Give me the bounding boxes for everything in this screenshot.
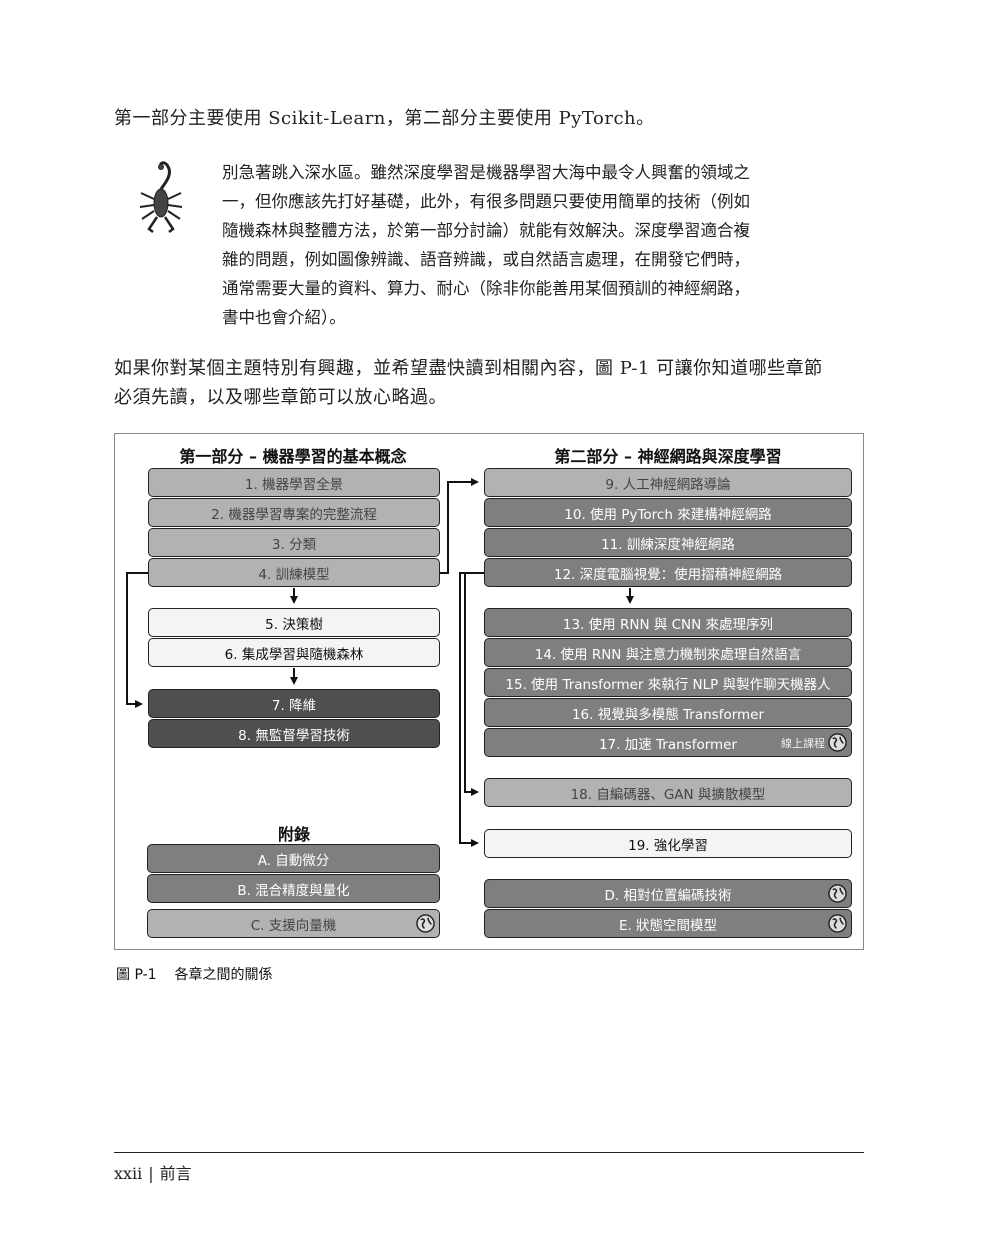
footer-rule xyxy=(114,1152,864,1153)
chapter-9-box: 9. 人工神經網路導論 xyxy=(484,468,852,497)
chapter-1-box: 1. 機器學習全景 xyxy=(148,468,440,497)
appendix-a-box: A. 自動微分 xyxy=(147,844,440,873)
page-number: xxii xyxy=(114,1164,143,1183)
page-footer: xxii | 前言 xyxy=(114,1160,192,1184)
intro-paragraph: 第一部分主要使用 Scikit-Learn，第二部分主要使用 PyTorch。 xyxy=(114,108,655,129)
chapter-12-box: 12. 深度電腦視覺：使用摺積神經網路 xyxy=(484,558,852,587)
chapter-19-box: 19. 強化學習 xyxy=(484,829,852,858)
figure-caption-text: 各章之間的關係 xyxy=(174,967,273,983)
chapter-17-label: 17. 加速 Transformer xyxy=(598,736,738,753)
footer-separator: | xyxy=(148,1164,154,1183)
globe-icon xyxy=(828,884,847,903)
paragraph-line: 如果你對某個主題特別有興趣，並希望盡快讀到相關內容，圖 P-1 可讓你知道哪些章… xyxy=(114,358,823,379)
appendix-c-label: C. 支援向量機 xyxy=(250,917,337,934)
appendix-e-box: E. 狀態空間模型 xyxy=(484,909,852,938)
reading-guide-paragraph: 如果你對某個主題特別有興趣，並希望盡快讀到相關內容，圖 P-1 可讓你知道哪些章… xyxy=(114,354,874,412)
tip-text: 別急著跳入深水區。雖然深度學習是機器學習大海中最令人興奮的領域之 一，但你應該先… xyxy=(222,158,802,332)
chapter-7-box: 7. 降維 xyxy=(148,689,440,718)
part1-title: 第一部分 – 機器學習的基本概念 xyxy=(179,447,407,466)
paragraph-line: 必須先讀，以及哪些章節可以放心略過。 xyxy=(114,387,447,408)
figure-caption-label: 圖 P-1 xyxy=(116,967,157,983)
chapter-8-box: 8. 無監督學習技術 xyxy=(148,719,440,748)
dependency-arrows xyxy=(126,478,634,847)
chapter-17-box: 17. 加速 Transformer 線上課程 xyxy=(484,728,852,757)
appendix-d-box: D. 相對位置編碼技術 xyxy=(484,879,852,908)
tip-line: 通常需要大量的資料、算力、耐心（除非你能善用某個預訓的神經網路， xyxy=(222,279,750,298)
scorpion-tip-icon xyxy=(139,161,183,233)
arrow-4-to-9 xyxy=(440,478,479,574)
globe-icon xyxy=(416,914,435,933)
appendix-b-box: B. 混合精度與量化 xyxy=(147,874,440,903)
tip-line: 雜的問題，例如圖像辨識、語音辨識，或自然語言處理，在開發它們時， xyxy=(222,250,750,269)
globe-icon xyxy=(828,733,847,752)
part2-title: 第二部分 – 神經網路與深度學習 xyxy=(554,447,782,466)
chapter-15-box: 15. 使用 Transformer 來執行 NLP 與製作聊天機器人 xyxy=(484,668,852,697)
appendix-title: 附錄 xyxy=(277,825,310,844)
arrow-4-to-7 xyxy=(126,572,148,708)
appendix-c-box: C. 支援向量機 xyxy=(147,909,440,938)
appendix-e-label: E. 狀態空間模型 xyxy=(618,917,718,934)
chapter-13-box: 13. 使用 RNN 與 CNN 來處理序列 xyxy=(484,608,852,637)
globe-icon xyxy=(828,914,847,933)
chapter-2-box: 2. 機器學習專案的完整流程 xyxy=(148,498,440,527)
chapter-5-box: 5. 決策樹 xyxy=(148,608,440,637)
chapter-11-box: 11. 訓練深度神經網路 xyxy=(484,528,852,557)
tip-line: 別急著跳入深水區。雖然深度學習是機器學習大海中最令人興奮的領域之 xyxy=(222,163,750,182)
chapter-dependency-figure: 第一部分 – 機器學習的基本概念 第二部分 – 神經網路與深度學習 1. 機器學… xyxy=(114,433,864,950)
tip-line: 一，但你應該先打好基礎，此外，有很多問題只要使用簡單的技術（例如 xyxy=(222,192,750,211)
chapter-18-box: 18. 自編碼器、GAN 與擴散模型 xyxy=(484,778,852,807)
chapter-14-box: 14. 使用 RNN 與注意力機制來處理自然語言 xyxy=(484,638,852,667)
appendix-d-label: D. 相對位置編碼技術 xyxy=(604,887,732,904)
chapter-16-box: 16. 視覺與多模態 Transformer xyxy=(484,698,852,727)
tip-line: 書中也會介紹）。 xyxy=(222,308,346,327)
arrow-12-to-19 xyxy=(459,572,484,847)
figure-caption: 圖 P-1 各章之間的關係 xyxy=(116,964,273,984)
online-course-tag: 線上課程 xyxy=(781,736,825,750)
chapter-3-box: 3. 分類 xyxy=(148,528,440,557)
tip-line: 隨機森林與整體方法，於第一部分討論）就能有效解決。深度學習適合複 xyxy=(222,221,750,240)
arrow-12-to-18 xyxy=(464,572,484,796)
section-name: 前言 xyxy=(159,1164,192,1183)
chapter-10-box: 10. 使用 PyTorch 來建構神經網路 xyxy=(484,498,852,527)
chapter-4-box: 4. 訓練模型 xyxy=(148,558,440,587)
chapter-6-box: 6. 集成學習與隨機森林 xyxy=(148,638,440,667)
